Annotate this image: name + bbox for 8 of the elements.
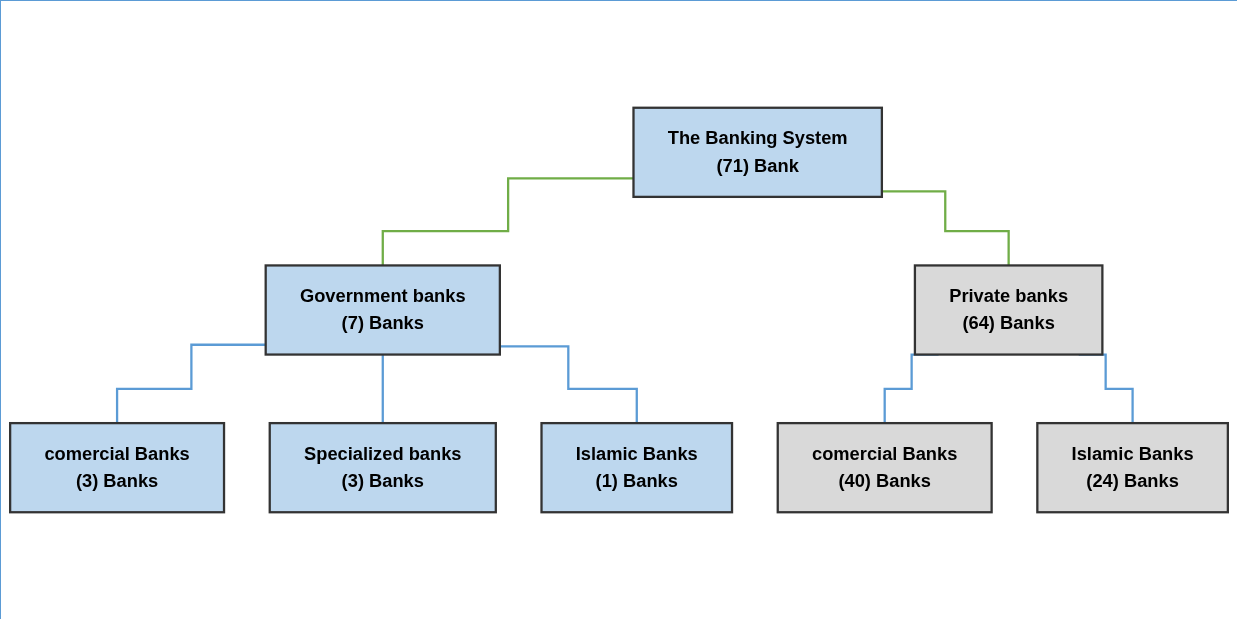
node-box: Government banks (7) Banks	[264, 264, 501, 356]
node-box: Islamic Banks (1) Banks	[540, 421, 734, 514]
node-box: Islamic Banks (24) Banks	[1036, 421, 1229, 514]
node-box: comercial Banks (3) Banks	[9, 421, 226, 514]
node-box: The Banking System (71) Bank	[632, 106, 884, 199]
node-box: Specialized banks (3) Banks	[268, 421, 497, 514]
node-box: comercial Banks (40) Banks	[776, 421, 993, 514]
node-box: Private banks (64) Banks	[913, 264, 1104, 356]
